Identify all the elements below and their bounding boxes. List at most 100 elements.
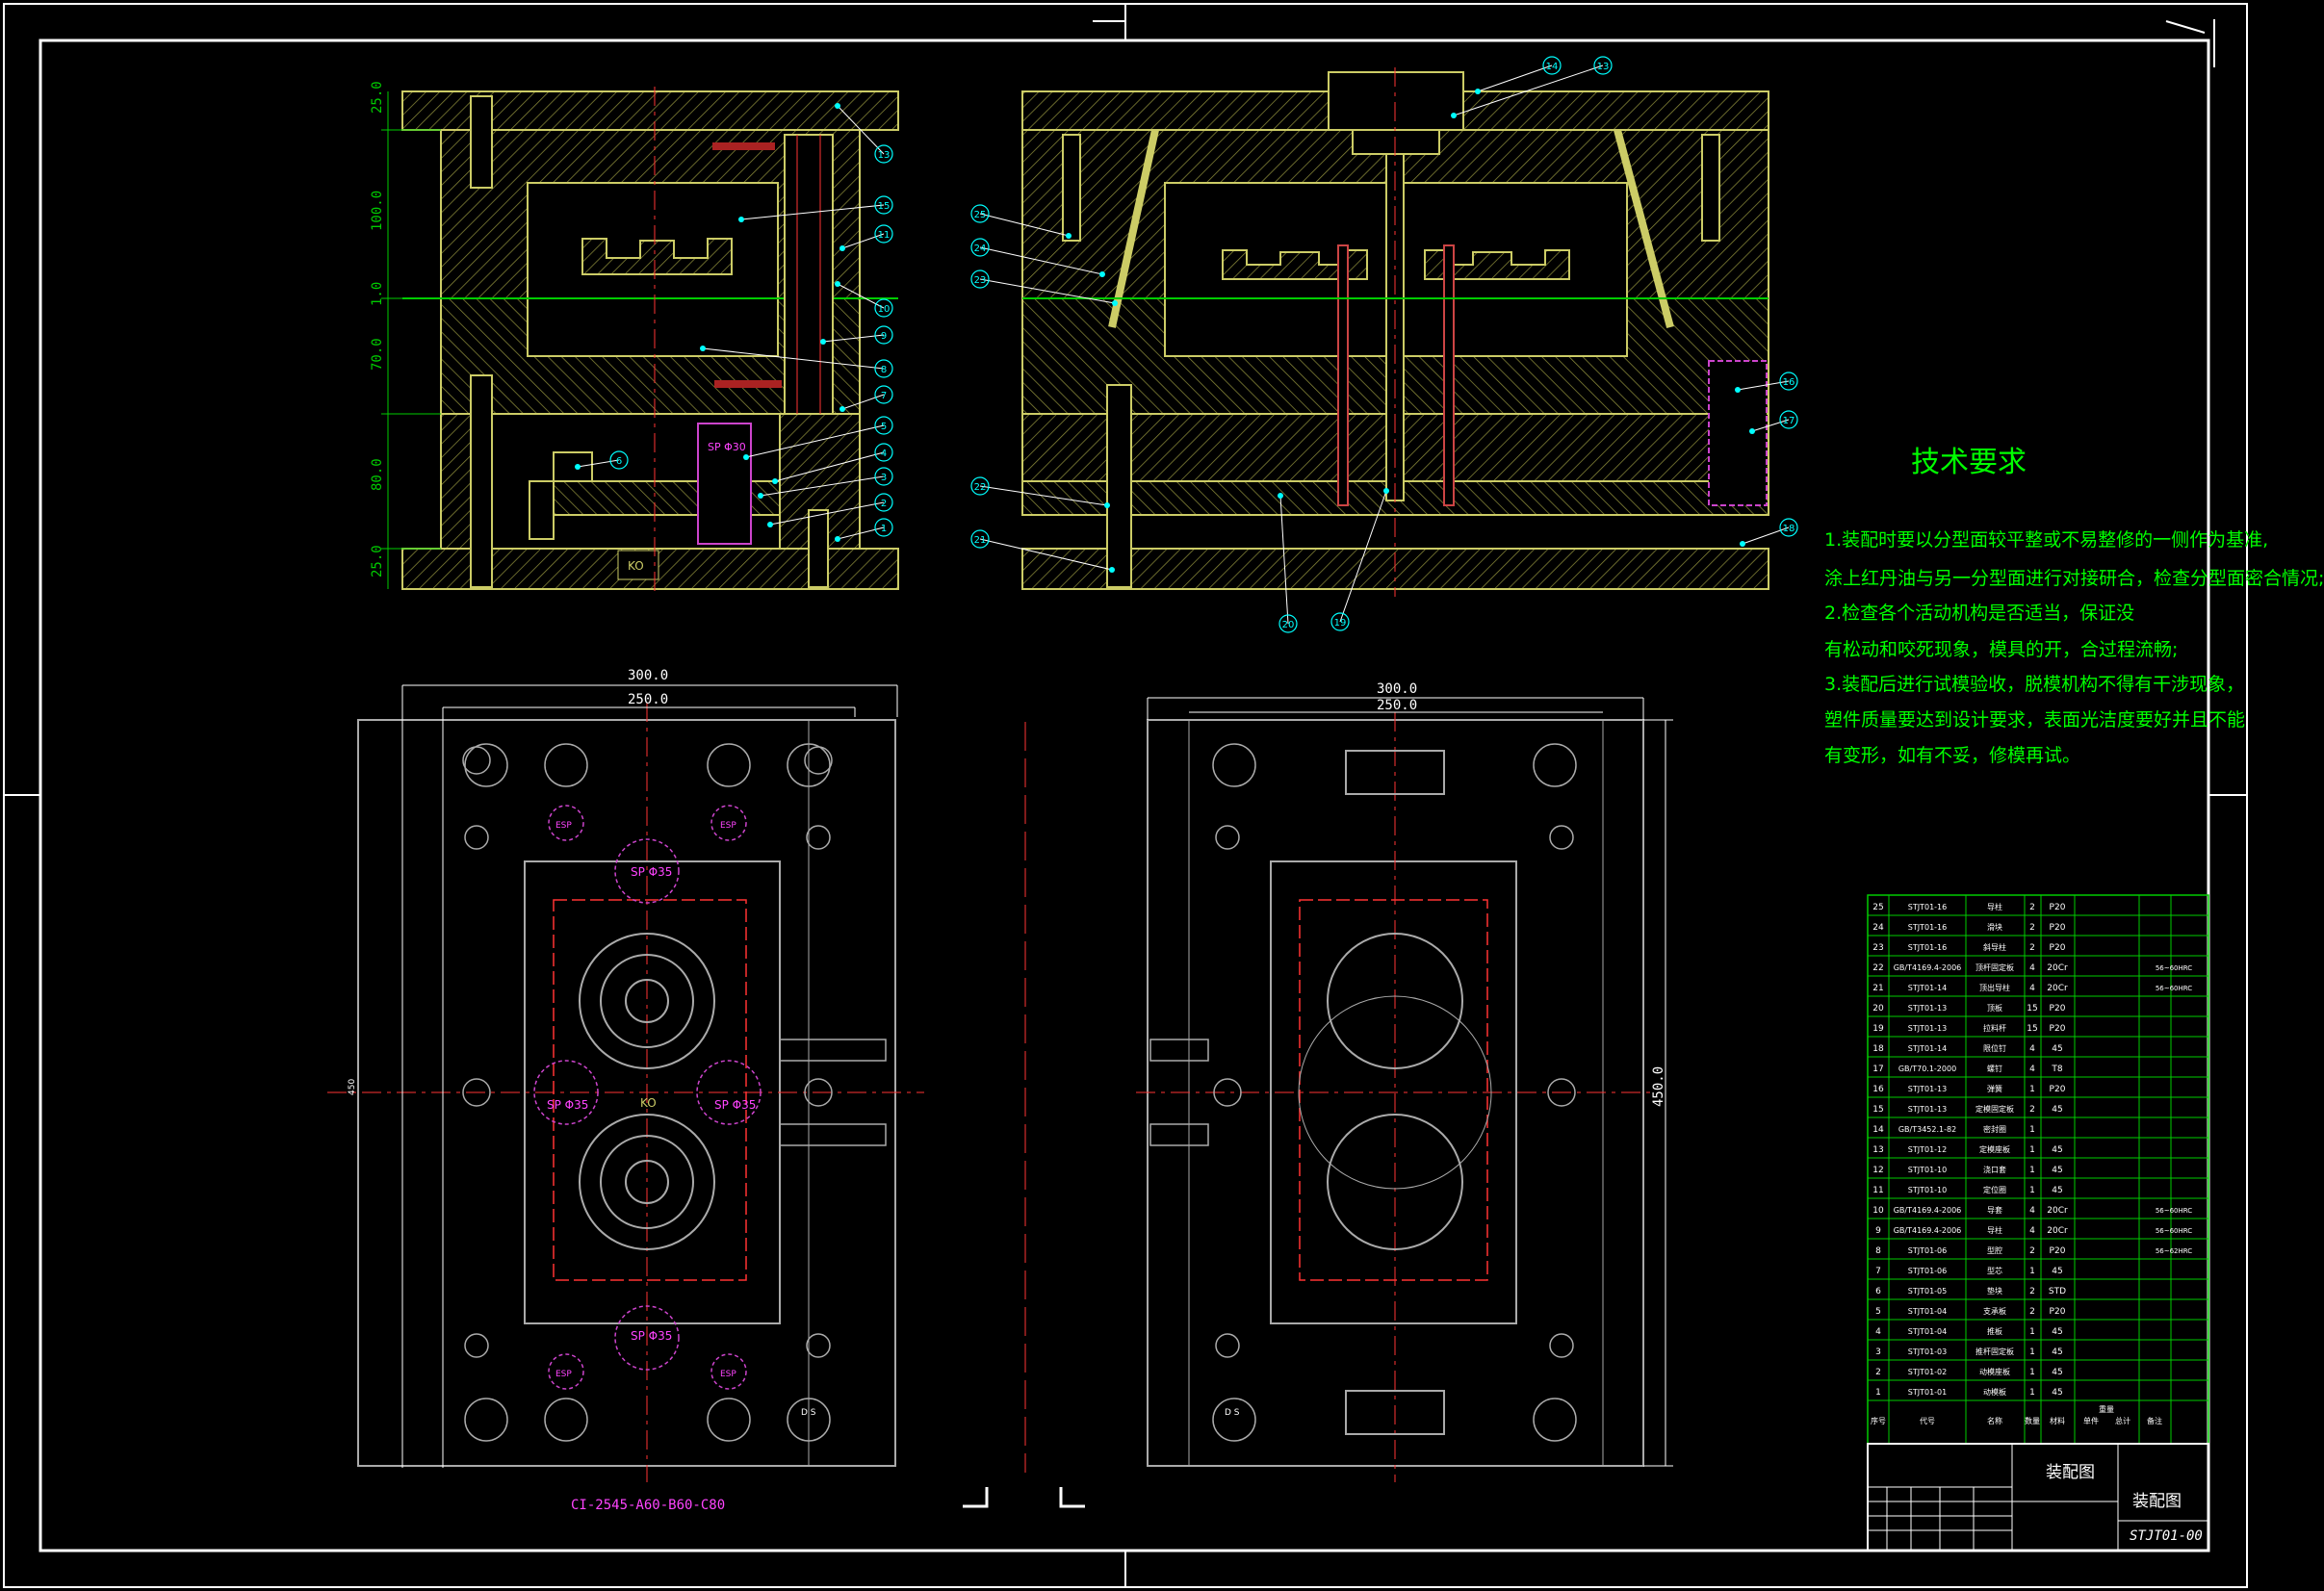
title-block-drawing-name: 装配图 — [2046, 1463, 2095, 1482]
dim-1: 1.0 — [370, 282, 385, 306]
bom-weight-label: 重量 — [2099, 1404, 2114, 1414]
bom-cell: P20 — [2050, 1246, 2066, 1256]
bom-cell: STJT01-14 — [1908, 1044, 1947, 1053]
bom-cell: 1 — [2029, 1085, 2035, 1094]
bom-cell: 斜导柱 — [1983, 942, 2006, 952]
plan-view-left: 300.0 250.0 450 SP Φ35 SP Φ35 SP Φ35 SP … — [327, 668, 924, 1482]
bom-cell: 16 — [1872, 1085, 1884, 1094]
bom-cell: 1 — [2029, 1166, 2035, 1175]
leader-line — [774, 451, 885, 482]
bom-cell: 1 — [2029, 1388, 2035, 1398]
bom-cell: STJT01-05 — [1908, 1287, 1947, 1296]
balloon-number: 4 — [881, 449, 887, 459]
bom-cell: P20 — [2050, 1307, 2066, 1317]
balloon-number: 2 — [881, 499, 887, 509]
dim-80: 80.0 — [370, 458, 385, 491]
balloon — [1779, 518, 1798, 537]
leader-dot — [1099, 271, 1105, 277]
leader-dot — [738, 217, 744, 222]
balloon — [874, 195, 893, 215]
balloon — [874, 518, 893, 537]
bom-cell: 11 — [1872, 1186, 1883, 1195]
bom-header-cell: 材料 — [2050, 1416, 2065, 1425]
leader-line — [1339, 490, 1387, 623]
bom-cell: 滑块 — [1987, 922, 2002, 932]
bom-cell: 1 — [2029, 1125, 2035, 1135]
leader-dot — [743, 454, 749, 460]
bom-cell: 4 — [2029, 984, 2035, 993]
bom-cell: 56~60HRC — [2156, 964, 2192, 972]
balloon — [1542, 56, 1562, 75]
bom-cell: T8 — [2051, 1065, 2062, 1074]
bom-cell: 15 — [2027, 1004, 2037, 1014]
balloon — [874, 224, 893, 244]
balloon-number: 9 — [881, 331, 887, 342]
balloon — [970, 238, 990, 257]
bom-cell: 导柱 — [1987, 1225, 2002, 1235]
drawing-sheet: 25.0 100.0 1.0 70.0 80.0 25.0 SP Φ30 KO … — [3, 3, 2248, 1588]
bom-cell: 2 — [2029, 1246, 2035, 1256]
label-esp-3: ESP — [555, 1370, 572, 1379]
bom-cell: 动模座板 — [1979, 1367, 2010, 1376]
label-sp-top: SP Φ35 — [631, 865, 672, 879]
bom-cell: 1 — [2029, 1327, 2035, 1337]
label-ko-section: KO — [628, 559, 644, 573]
balloon-number: 6 — [616, 456, 622, 467]
bom-cell: 2 — [1875, 1368, 1881, 1377]
bom-cell: 4 — [2029, 1206, 2035, 1216]
leader-line — [760, 475, 885, 497]
bom-cell: 20Cr — [2047, 1206, 2068, 1216]
leader-dot — [767, 522, 773, 527]
balloon-number: 13 — [1597, 62, 1610, 72]
balloon — [970, 476, 990, 496]
bom-cell: 45 — [2052, 1388, 2062, 1398]
leader-line — [837, 105, 885, 155]
balloon-number: 23 — [974, 275, 987, 286]
dim-25-bottom: 25.0 — [370, 545, 385, 577]
balloon-number: 7 — [881, 391, 887, 401]
bom-cell: P20 — [2050, 903, 2066, 912]
bom-cell: 5 — [1875, 1307, 1881, 1317]
label-sp-bottom: SP Φ35 — [631, 1329, 672, 1343]
bom-cell: 15 — [2027, 1024, 2037, 1034]
bom-cell: STJT01-13 — [1908, 1105, 1947, 1114]
tech-req-line-7: 有变形，如有不妥，修模再试。 — [1824, 745, 2081, 766]
balloon — [1330, 612, 1350, 631]
drawing-number: STJT01-00 — [2130, 1528, 2203, 1544]
bom-cell: 20 — [1872, 1004, 1884, 1014]
bom-cell: 6 — [1875, 1287, 1881, 1296]
leader-line — [841, 394, 885, 410]
bom-cell: 56~60HRC — [2156, 1227, 2192, 1235]
leader-line — [1453, 64, 1604, 116]
leader-dot — [1383, 488, 1389, 494]
balloon-number: 19 — [1334, 618, 1347, 629]
balloon — [1779, 372, 1798, 391]
balloon — [609, 450, 629, 470]
bom-cell: 2 — [2029, 903, 2035, 912]
leader-dot — [1740, 541, 1745, 547]
leader-dot — [1278, 493, 1283, 499]
label-ds-left: D S — [801, 1408, 816, 1418]
bom-header-cell: 总计 — [2115, 1416, 2130, 1425]
label-esp-4: ESP — [720, 1370, 736, 1379]
bom-cell: 7 — [1875, 1267, 1881, 1276]
bom-cell: 浇口套 — [1983, 1165, 2006, 1174]
balloon-number: 11 — [878, 230, 891, 241]
leader-dot — [839, 406, 845, 412]
bom-cell: 15 — [1872, 1105, 1883, 1115]
bom-cell: STJT01-14 — [1908, 984, 1947, 992]
bom-cell: STJT01-04 — [1908, 1327, 1947, 1336]
bom-cell: GB/T3452.1-82 — [1898, 1125, 1956, 1134]
leader-line — [769, 501, 885, 526]
balloon — [874, 325, 893, 345]
bom-header-cell: 数量 — [2025, 1416, 2040, 1425]
bom-cell: 定位圈 — [1983, 1185, 2006, 1194]
balloon — [970, 269, 990, 289]
bom-cell: 动模板 — [1983, 1387, 2006, 1397]
balloon — [1779, 410, 1798, 429]
bom-cell: 45 — [2052, 1166, 2062, 1175]
bom-cell: 导套 — [1987, 1205, 2002, 1215]
balloon — [874, 443, 893, 462]
bom-cell: 22 — [1872, 963, 1883, 973]
